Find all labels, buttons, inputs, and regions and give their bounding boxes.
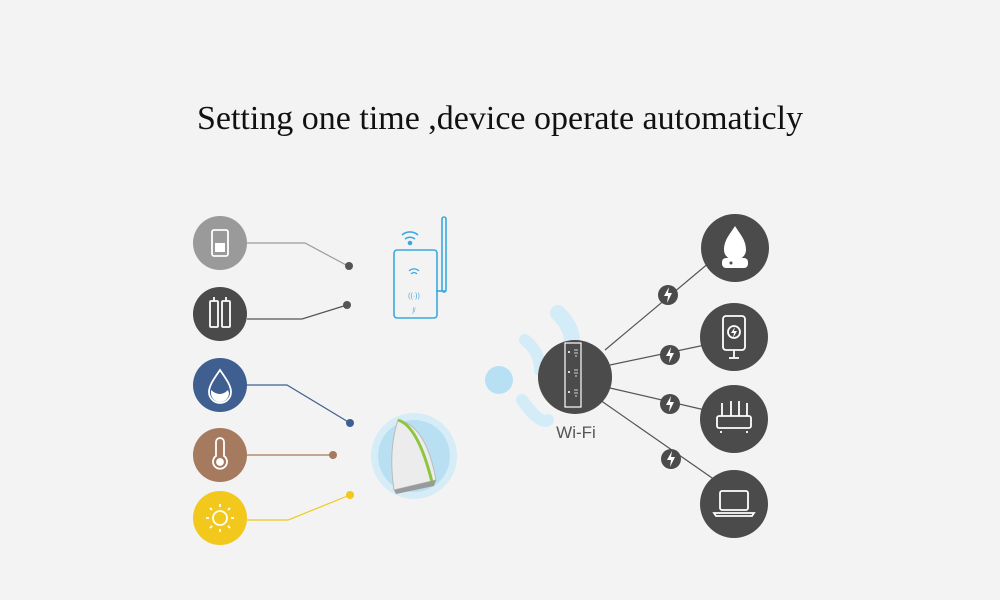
dot-humidity [346, 419, 354, 427]
air-sensor-device-icon [371, 413, 457, 499]
device-humidifier [701, 214, 769, 282]
laptop-icon [712, 490, 756, 517]
device-laptop [700, 470, 768, 538]
device-connectors [599, 261, 716, 481]
dot-door [345, 262, 353, 270]
gateway-device-icon: ((·)) ʃ/ [393, 216, 447, 319]
dot-light [346, 491, 354, 499]
sensor-light [193, 491, 247, 545]
svg-text:((·)): ((·)) [408, 293, 420, 300]
sensor-humidity [193, 358, 247, 412]
lightning-icon [660, 394, 680, 414]
connector-dots [329, 262, 354, 499]
sensor-battery [193, 287, 247, 341]
connector-humidifier [604, 261, 711, 351]
power-badges [658, 285, 681, 469]
connector-door [247, 242, 349, 267]
connector-charger [609, 344, 706, 366]
door-sensor-icon [211, 229, 229, 257]
connector-router [609, 387, 706, 411]
lightning-icon [661, 449, 681, 469]
page-title: Setting one time ,device operate automat… [196, 100, 804, 137]
sensor-door [193, 216, 247, 270]
lightning-icon [660, 345, 680, 365]
svg-text:ʃ/: ʃ/ [412, 308, 416, 314]
connector-light [247, 494, 351, 521]
dot-battery [343, 301, 351, 309]
dot-temperature [329, 451, 337, 459]
sun-icon [206, 504, 234, 532]
water-drop-icon [208, 368, 232, 404]
humidifier-icon [722, 226, 748, 268]
charging-phone-icon [722, 315, 746, 359]
wifi-label: Wi-Fi [556, 423, 596, 442]
connector-humidity [247, 384, 351, 424]
battery-icon [209, 297, 231, 328]
sensor-connectors [247, 242, 351, 521]
connector-laptop [599, 399, 716, 481]
device-router [700, 385, 768, 453]
wifi-hub [538, 340, 612, 414]
thermometer-icon [212, 437, 228, 470]
router-icon [716, 401, 752, 433]
sensor-temperature [193, 428, 247, 482]
lightning-icon [658, 285, 678, 305]
connector-battery [247, 304, 348, 320]
device-charger [700, 303, 768, 371]
